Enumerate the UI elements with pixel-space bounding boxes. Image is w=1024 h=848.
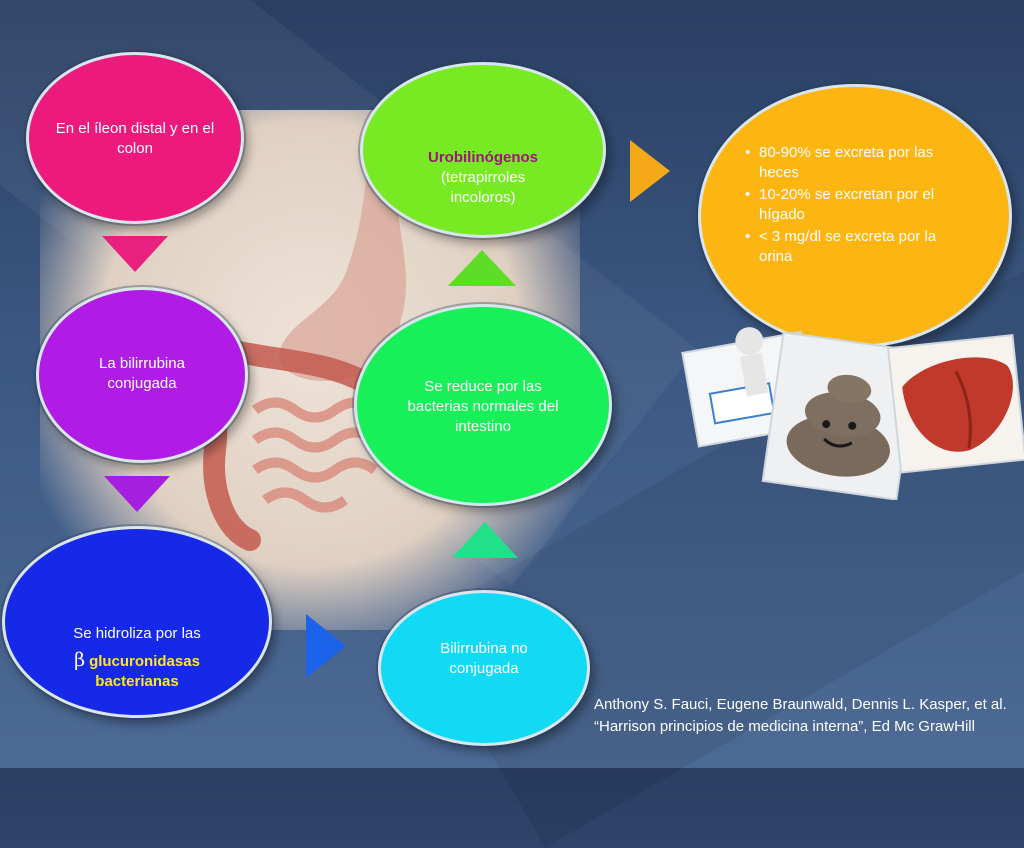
node-hidroliza-line1: Se hidroliza por las [73,625,201,642]
poop-card [761,331,919,501]
citation-text: Anthony S. Fauci, Eugene Braunwald, Denn… [594,696,1007,735]
excrecion-bullet-text: 80-90% se excreta por las heces [759,144,934,181]
node-bilirrubina-conjugada: La bilirrubina conjugada [36,287,248,463]
excrecion-bullet-text: < 3 mg/dl se excreta por la orina [759,228,937,265]
stomach-shape [279,140,407,381]
up-arrow-icon [448,250,516,286]
beta-symbol: β [74,649,86,671]
down-arrow-icon [102,236,168,272]
node-urobilinogenos: Urobilinógenos (tetrapirroles incoloros) [360,62,606,238]
node-ileon-text: En el íleon distal y en el colon [55,120,215,157]
lab-collage-drawing [681,327,1024,501]
excrecion-bullet: • 80-90% se excreta por las heces [745,143,955,183]
node-bilirrubina-no-conjugada-text: Bilirrubina no conjugada [440,640,528,677]
node-bilirrubina-no-conjugada: Bilirrubina no conjugada [378,590,590,746]
node-bilirrubina-conjugada-text: La bilirrubina conjugada [99,355,185,392]
excrecion-bullet-text: 10-20% se excretan por el hígado [759,186,935,223]
bullet-dot: • [745,228,751,245]
excrecion-bullet: • < 3 mg/dl se excreta por la orina [745,227,955,267]
node-urobilinogenos-title: Urobilinógenos [428,149,538,166]
lab-collage-image [680,300,1024,501]
bullet-dot: • [745,186,751,203]
node-hidroliza-highlight: glucuronidasas bacterianas [89,653,200,690]
up-arrow-icon [452,522,518,558]
bullet-dot: • [745,144,751,161]
node-ileon: En el íleon distal y en el colon [26,52,244,224]
excrecion-bullet-list: • 80-90% se excreta por las heces • 10-20%… [745,143,955,269]
node-reduce-text: Se reduce por las bacterias normales del… [407,378,559,435]
right-arrow-icon [306,614,346,678]
node-urobilinogenos-subtitle: (tetrapirroles incoloros) [440,169,526,206]
right-arrow-icon [630,140,670,202]
down-arrow-icon [104,476,170,512]
excrecion-bullet: • 10-20% se excretan por el hígado [745,185,955,225]
node-reduce: Se reduce por las bacterias normales del… [354,304,612,506]
liver-card [886,334,1024,474]
